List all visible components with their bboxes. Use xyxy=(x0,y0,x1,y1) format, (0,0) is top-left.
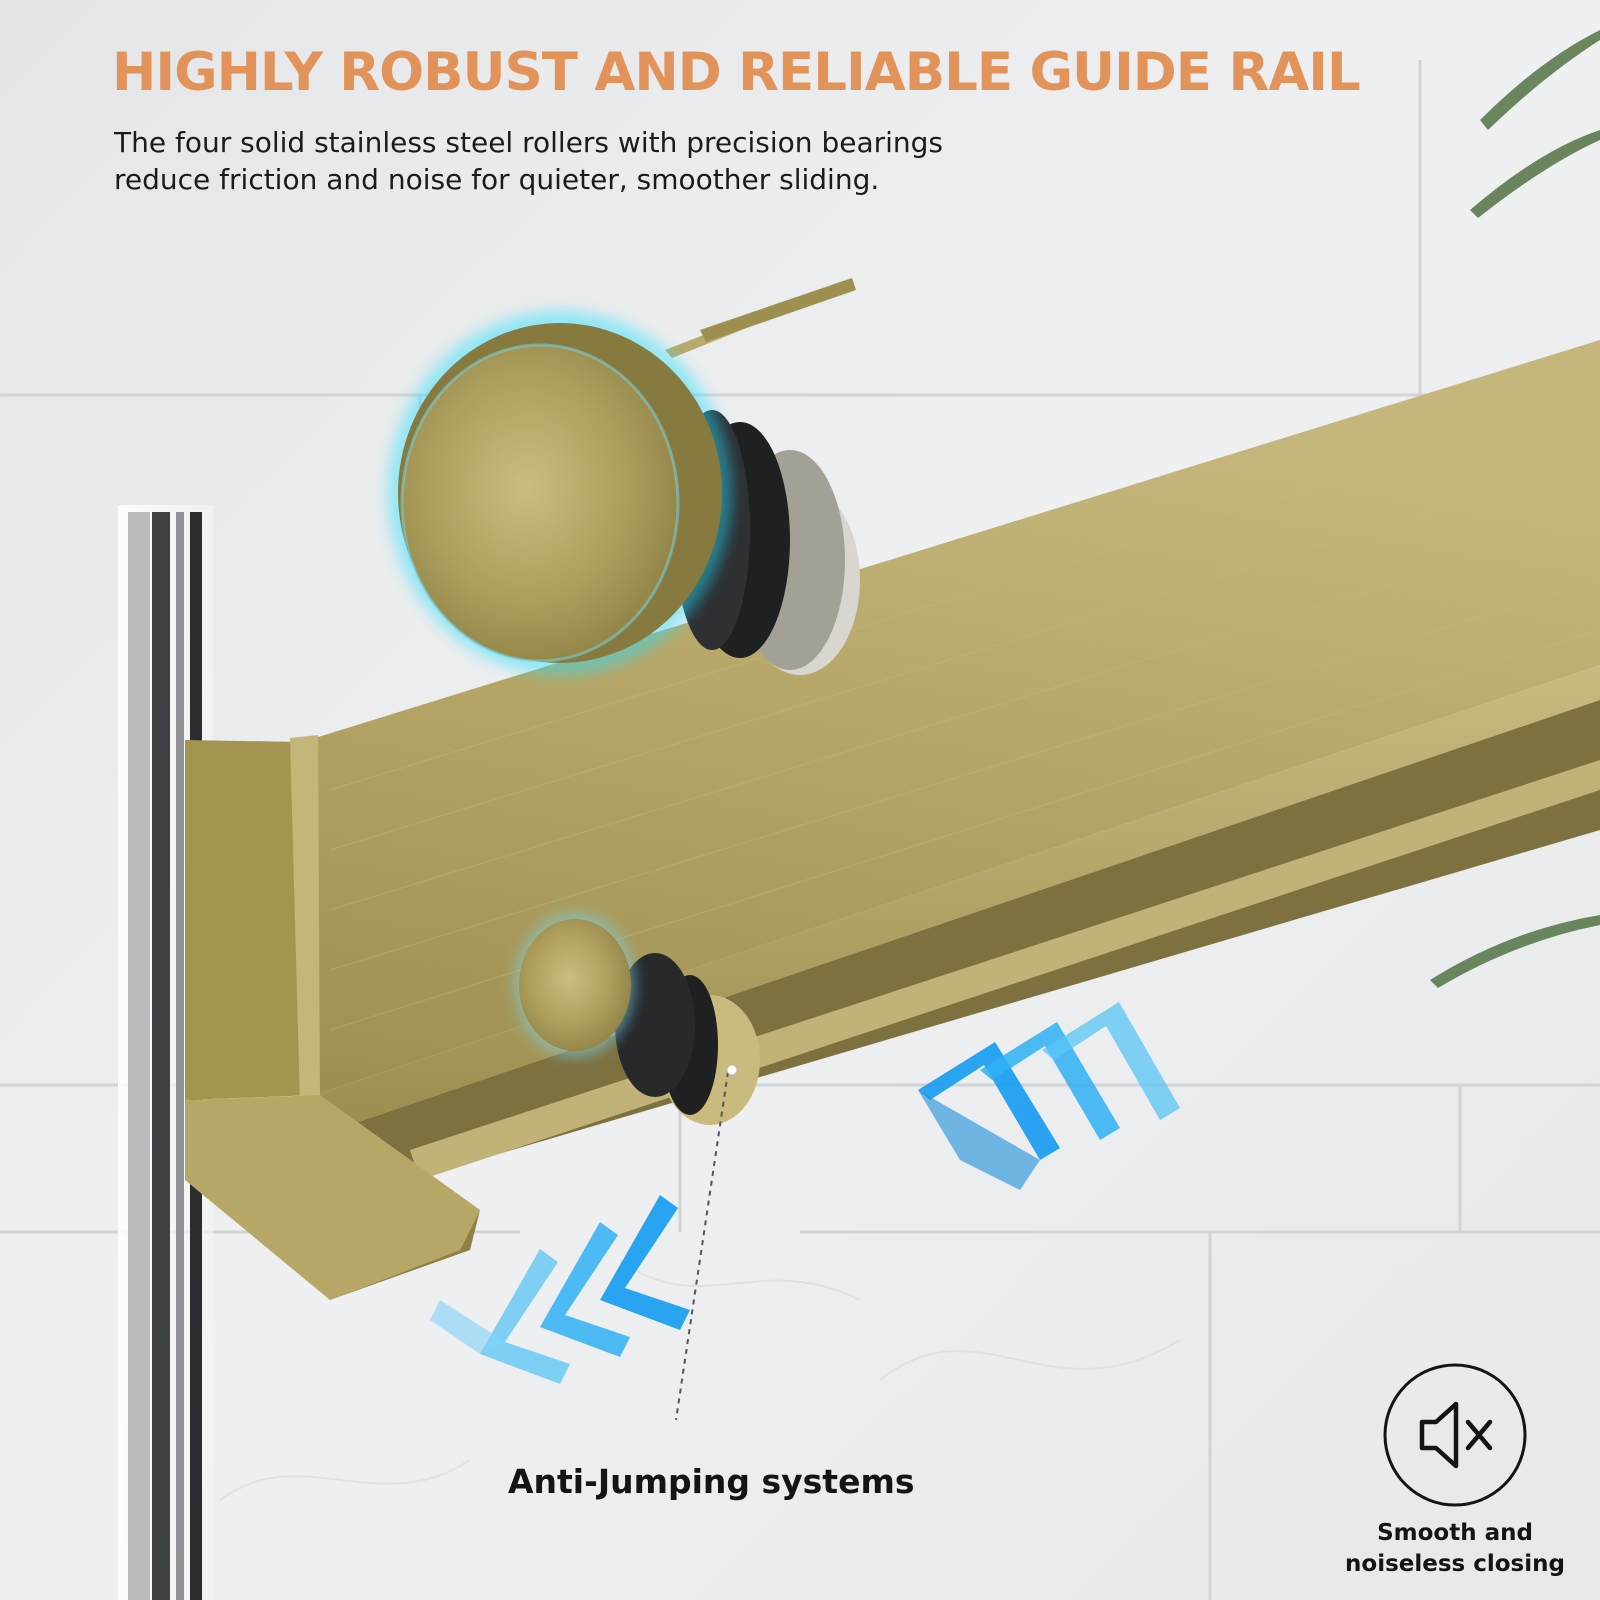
headline: HIGHLY ROBUST AND RELIABLE GUIDE RAIL xyxy=(112,42,1361,103)
anti-jump-roller xyxy=(515,913,760,1125)
speaker-muted-icon xyxy=(1383,1363,1527,1507)
noiseless-closing-caption: Smooth and noiseless closing xyxy=(1300,1518,1600,1580)
slide-right-arrows-icon xyxy=(918,1002,1180,1190)
callout-leader-line xyxy=(675,1071,729,1421)
badge-caption-line-1: Smooth and xyxy=(1377,1520,1533,1546)
slide-left-arrows-icon xyxy=(430,1195,690,1384)
top-roller xyxy=(388,311,860,675)
badge-caption-line-2: noiseless closing xyxy=(1345,1551,1565,1577)
description-line-2: reduce friction and noise for quieter, s… xyxy=(114,163,880,196)
feature-description: The four solid stainless steel rollers w… xyxy=(114,124,943,198)
anti-jumping-callout: Anti-Jumping systems xyxy=(508,1462,915,1501)
description-line-1: The four solid stainless steel rollers w… xyxy=(114,126,943,159)
